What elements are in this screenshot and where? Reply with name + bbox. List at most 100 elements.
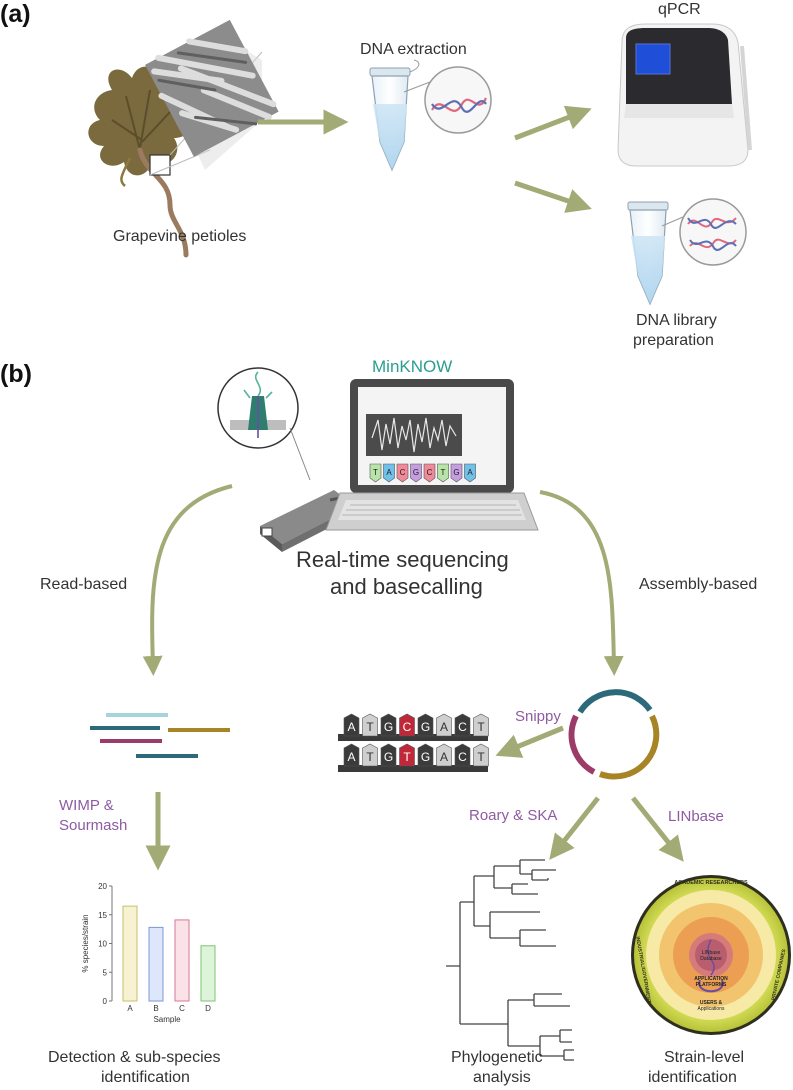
dna-magnifier-icon (424, 66, 492, 134)
arrow-to-linbase (631, 796, 684, 862)
snp-base-letter: G (384, 720, 393, 734)
snp-base-letter: T (366, 720, 374, 734)
snp-base-letter: C (458, 720, 467, 734)
base-tile (396, 463, 409, 483)
nanopore-magnifier-icon (217, 367, 311, 481)
snp-base-tile (343, 713, 360, 737)
snp-base-letter: T (477, 720, 485, 734)
assembly-based-label: Assembly-based (639, 576, 757, 593)
lin-platforms-2: PLATFORMS (696, 982, 727, 988)
snp-base-tile (473, 743, 489, 767)
grapevine-label: Grapevine petioles (113, 228, 246, 245)
lin-platforms-1: APPLICATION (694, 976, 728, 982)
bar-B (148, 926, 164, 1002)
arrow-to-library (514, 180, 592, 213)
snp-base-tile (417, 743, 434, 767)
snp-base-letter: A (440, 750, 448, 764)
snp-base-letter: A (347, 750, 355, 764)
snp-base-letter: C (403, 720, 412, 734)
y-axis-label: % species/strain (81, 914, 90, 972)
x-tick-label: B (153, 1004, 158, 1013)
output-detection-2: identification (101, 1069, 190, 1086)
y-tick-label: 0 (103, 997, 108, 1006)
base-letter: C (400, 468, 406, 477)
phylogenetic-tree (446, 859, 574, 1061)
arrow-to-snp (495, 725, 564, 758)
snp-base-letter: C (458, 750, 467, 764)
snp-base-letter: T (477, 750, 485, 764)
panel-b-label: (b) (0, 360, 32, 388)
lin-users-2: Applications (698, 1006, 725, 1012)
x-tick-label: A (127, 1004, 133, 1013)
snp-base-tile (454, 743, 471, 767)
library-label-2: preparation (633, 332, 714, 349)
snp-base-tile (417, 713, 434, 737)
base-letter: A (467, 468, 473, 477)
snp-base-letter: G (421, 720, 430, 734)
output-strain-1: Strain-level (664, 1049, 744, 1066)
base-tile (437, 463, 449, 483)
tool-roary: Roary & SKA (469, 807, 557, 824)
snp-base-letter: G (384, 750, 393, 764)
base-tile (423, 463, 436, 483)
linbase-ecosystem-diagram (631, 875, 791, 1035)
snp-base-tile (436, 713, 452, 737)
y-tick-label: 5 (103, 968, 108, 977)
arrow-to-qpcr (514, 105, 592, 141)
sequencing-reads (90, 713, 230, 758)
output-strain-2: identification (648, 1069, 737, 1086)
read-based-label: Read-based (40, 576, 127, 593)
arrow-read-based (142, 484, 233, 676)
base-tile (369, 463, 382, 483)
library-magnifier-icon (679, 198, 747, 266)
panel-a-label: (a) (0, 0, 31, 28)
base-letter: T (441, 468, 446, 477)
snp-base-tile (362, 743, 378, 767)
lin-center-1: LINbase (702, 950, 721, 956)
dna-extraction-label: DNA extraction (360, 41, 467, 58)
x-tick-label: C (179, 1004, 185, 1013)
base-letter: C (427, 468, 433, 477)
output-detection-1: Detection & sub-species (48, 1049, 221, 1066)
snp-base-tile (362, 713, 378, 737)
base-letter: G (453, 468, 459, 477)
tool-snippy: Snippy (515, 708, 561, 725)
x-axis-label: Sample (153, 1015, 181, 1024)
arrow-to-phylo (549, 796, 600, 860)
snp-base-tile (399, 743, 415, 767)
lin-center-2: Database (700, 956, 722, 962)
arrow-assembly-based (539, 490, 624, 676)
snp-base-letter: A (347, 720, 355, 734)
x-tick-label: D (205, 1004, 211, 1013)
y-tick-label: 20 (98, 882, 107, 891)
snp-base-tile (343, 743, 360, 767)
tool-linbase: LINbase (668, 808, 724, 825)
snp-base-tile (380, 743, 397, 767)
bar-D (200, 945, 216, 1002)
snp-base-letter: T (403, 750, 411, 764)
minknow-label: MinKNOW (372, 357, 452, 376)
output-phylo-1: Phylogenetic (451, 1049, 543, 1066)
output-phylo-2: analysis (473, 1069, 531, 1086)
sem-micrograph (145, 19, 279, 157)
snp-base-letter: A (440, 720, 448, 734)
circular-genome (568, 689, 660, 780)
y-tick-label: 10 (98, 940, 107, 949)
snp-base-tile (454, 713, 471, 737)
base-tile (450, 463, 463, 483)
snp-base-tile (380, 713, 397, 737)
library-tube (627, 201, 691, 306)
snp-base-tile (436, 743, 452, 767)
base-letter: T (373, 468, 378, 477)
library-label-1: DNA library (636, 312, 717, 329)
laptop (325, 379, 539, 531)
lin-ring-top: ACADEMIC RESEARCHERS (674, 880, 748, 886)
bar-A (122, 905, 138, 1002)
qpcr-label: qPCR (658, 1, 701, 18)
qpcr-machine (617, 23, 752, 167)
